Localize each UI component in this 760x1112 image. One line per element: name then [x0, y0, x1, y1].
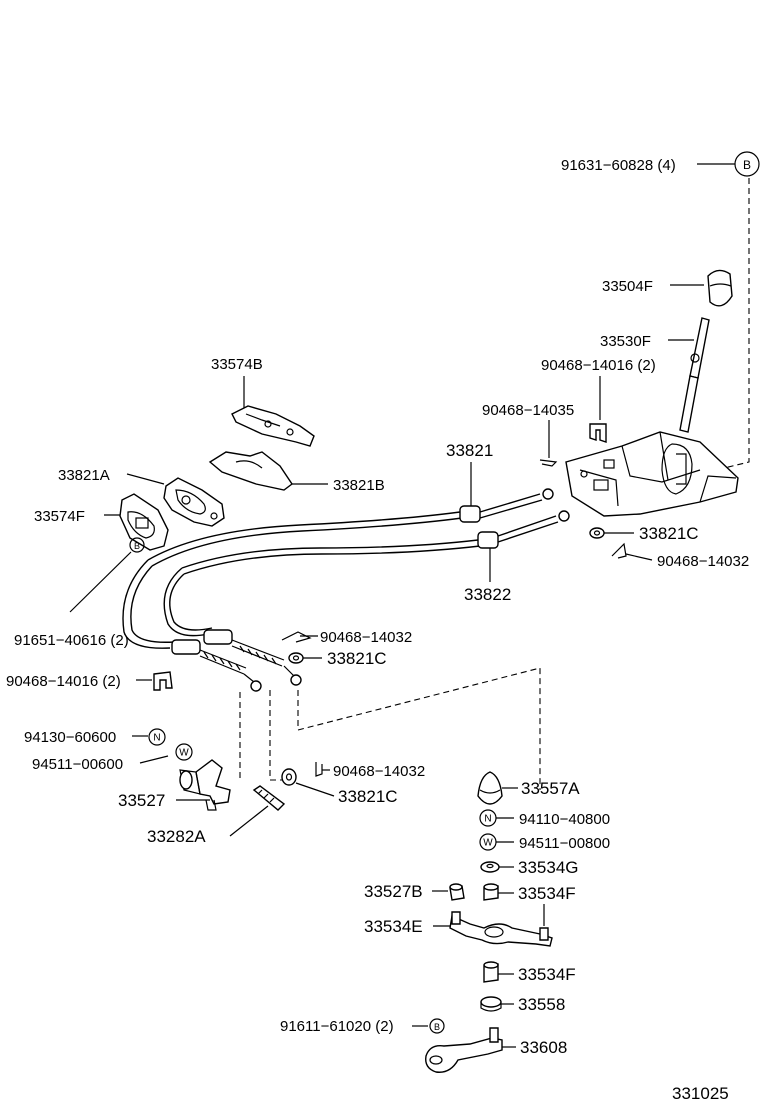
leader-33282A — [229, 805, 269, 837]
clip-90468-14032-right — [611, 542, 627, 559]
label-33534F-a: 33534F — [518, 884, 576, 903]
label-33821B: 33821B — [333, 477, 385, 494]
label-33821A: 33821A — [58, 467, 110, 484]
arm-33608 — [425, 1027, 503, 1073]
leader-91651 — [69, 551, 132, 613]
boot-33557A — [477, 771, 503, 805]
shift-lever — [679, 317, 710, 433]
nut-marker-n-right: N — [479, 809, 497, 827]
label-33821C-low: 33821C — [338, 787, 398, 806]
dashed-ref-b-line — [715, 178, 750, 471]
label-91611-61020: 91611−61020 (2) — [280, 1018, 394, 1035]
label-33527B: 33527B — [364, 882, 423, 901]
label-90468-14016-left: 90468−14016 (2) — [6, 673, 121, 690]
label-33534E: 33534E — [364, 917, 423, 936]
label-90468-14032-low: 90468−14032 — [333, 763, 425, 780]
label-33822: 33822 — [464, 585, 511, 604]
cable-33822 — [181, 510, 570, 575]
label-33821C-right: 33821C — [639, 524, 699, 543]
label-33821C-mid: 33821C — [327, 649, 387, 668]
washer-33821C-low — [281, 768, 297, 786]
marker-b-letter: B — [743, 158, 751, 172]
washer-33821C-right — [589, 527, 605, 539]
bolt-ref-b-bottom: B — [429, 1018, 445, 1034]
marker-w-right-letter: W — [483, 838, 493, 849]
label-90468-14032-mid: 90468−14032 — [320, 629, 412, 646]
figure-code: 331025 — [672, 1084, 729, 1103]
label-90468-14016-top: 90468−14016 (2) — [541, 357, 656, 374]
washer-marker-w-left: W — [175, 743, 193, 761]
clip-90468-14032-low — [315, 762, 323, 777]
marker-n-left-letter: N — [153, 733, 160, 744]
retainer-33574F — [119, 493, 169, 551]
bolt-ref-b-marker: B — [734, 151, 760, 177]
shift-knob — [707, 269, 733, 307]
gasket-33821B — [208, 451, 293, 491]
dashed-line-c — [297, 667, 541, 790]
label-94511-00600: 94511−00600 — [32, 756, 123, 773]
bushing-33534F-a — [483, 883, 499, 901]
label-94130-60600: 94130−60600 — [24, 729, 116, 746]
retainer-33574B — [231, 405, 315, 447]
label-33574F: 33574F — [34, 508, 85, 525]
cable-lower-runs — [122, 559, 302, 692]
cable-33821 — [147, 488, 554, 567]
shift-lever-housing — [565, 431, 739, 517]
label-91651-40616: 91651−40616 (2) — [14, 632, 129, 649]
washer-marker-w-right: W — [479, 833, 497, 851]
grommet-plate-33821A — [163, 477, 225, 527]
label-94110-40800: 94110−40800 — [519, 811, 610, 828]
label-90468-14035: 90468−14035 — [482, 402, 574, 419]
label-91631-60828: 91631−60828 (4) — [561, 157, 676, 174]
clip-90468-14016-top — [589, 423, 607, 443]
label-90468-14032-right: 90468−14032 — [657, 553, 749, 570]
bushing-33534F-b — [483, 961, 499, 983]
clip-90468-14016-left — [153, 671, 173, 691]
nut-marker-n-left: N — [148, 728, 166, 746]
washer-33821C-mid — [288, 652, 304, 664]
marker-n-right-letter: N — [484, 814, 491, 825]
washer-33558 — [480, 996, 502, 1012]
label-33821: 33821 — [446, 441, 493, 460]
label-33534F-b: 33534F — [518, 965, 576, 984]
dashed-line-b — [269, 690, 282, 781]
clip-90468-14035 — [539, 459, 558, 467]
label-33534G: 33534G — [518, 858, 579, 877]
label-33558: 33558 — [518, 995, 565, 1014]
bolt-ref-b-small: B — [129, 537, 145, 553]
label-33608: 33608 — [520, 1038, 567, 1057]
marker-b-bottom-letter: B — [434, 1022, 440, 1032]
leader-94511-left — [139, 755, 169, 764]
leader-90468-14032-right — [625, 553, 653, 561]
clip-90468-14032-mid — [281, 631, 312, 643]
marker-w-left-letter: W — [179, 748, 189, 759]
leader-33821C-low — [295, 782, 335, 797]
pin-33282A — [252, 785, 286, 811]
label-94511-00800: 94511−00800 — [519, 835, 610, 852]
marker-b-small-letter: B — [134, 541, 140, 551]
leader-33821A — [126, 473, 165, 485]
washer-33534G — [480, 861, 500, 873]
label-33557A: 33557A — [521, 779, 580, 798]
label-33530F: 33530F — [600, 333, 651, 350]
bushing-33527B — [449, 883, 465, 901]
lever-33534E — [449, 911, 553, 947]
label-33282A: 33282A — [147, 827, 206, 846]
label-33504F: 33504F — [602, 278, 653, 295]
bracket-33527 — [179, 759, 231, 811]
label-33527: 33527 — [118, 791, 165, 810]
label-33574B: 33574B — [211, 356, 263, 373]
